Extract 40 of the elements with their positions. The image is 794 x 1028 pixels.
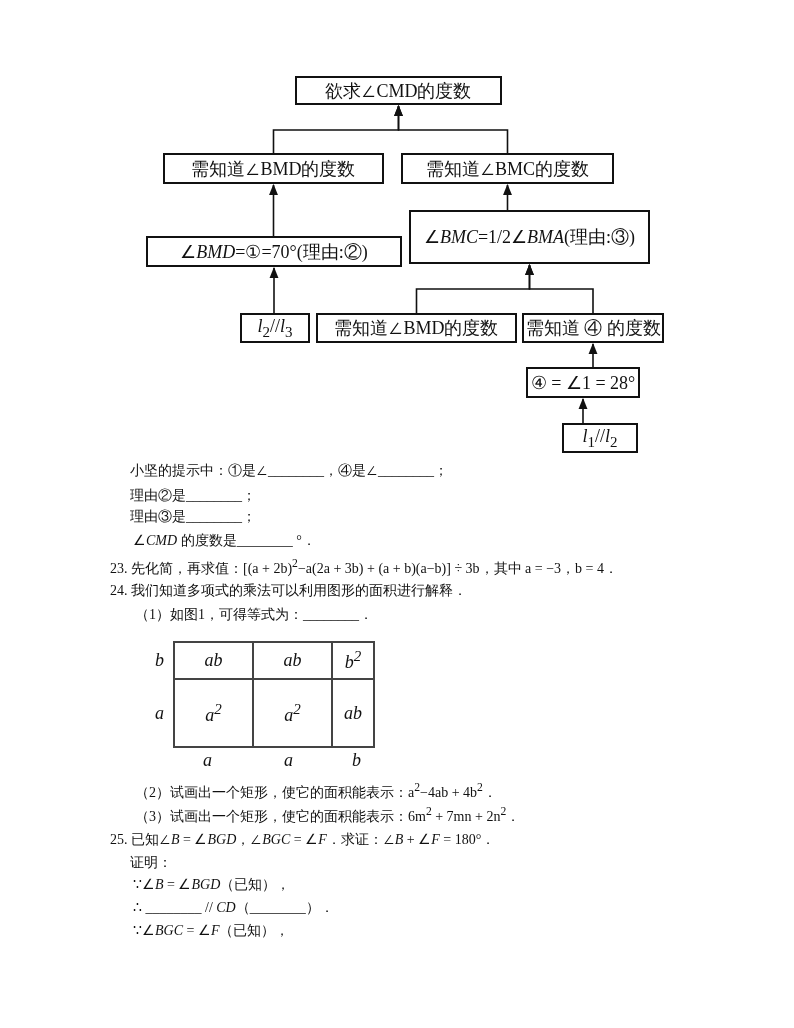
area-cell: a$^{2}$ — [173, 678, 254, 748]
side-length-label: a — [203, 750, 212, 771]
condition-box: l$_{1}$//l$_{2}$ — [562, 423, 638, 453]
step-box: 需知道∠BMD的度数 — [163, 153, 384, 184]
step-box: 需知道∠BMD的度数 — [316, 313, 517, 343]
step-box: 需知道∠BMC的度数 — [401, 153, 614, 184]
proof-line: ∵∠B = ∠BGD（已知）， — [133, 876, 291, 894]
reason-box: ∠BMD=①=70°(理由:②) — [146, 236, 402, 267]
question-line: （1）如图1，可得等式为：________． — [135, 606, 373, 624]
area-cell: ab — [331, 678, 375, 748]
arrow — [588, 342, 598, 368]
goal-box: 欲求∠CMD的度数 — [295, 76, 502, 105]
arrow — [525, 263, 594, 314]
reason-box: ∠BMC=1/2∠BMA(理由:③) — [409, 210, 650, 264]
reason-box: ④ = ∠1 = 28° — [526, 367, 640, 398]
arrow — [578, 397, 588, 424]
problem-text: 25. 已知∠B = ∠BGD，∠BGC = ∠F．求证：∠B + ∠F = 180°． — [110, 831, 496, 849]
question-line: ∠CMD 的度数是________ °． — [133, 532, 316, 550]
question-line: 小坚的提示中：①是∠________，④是∠________； — [130, 462, 448, 480]
condition-box: l$_{2}$//l$_{3}$ — [240, 313, 310, 343]
arrow — [394, 104, 509, 154]
step-box: 需知道 ④ 的度数 — [522, 313, 664, 343]
question-line: 理由③是________； — [130, 508, 256, 526]
arrow — [503, 183, 512, 211]
proof-line: ∵∠BGC = ∠F（已知）， — [133, 922, 290, 940]
question-line: （3）试画出一个矩形，使它的面积能表示：6m$^{2}$ + 7mn + 2n$^{2}$． — [135, 805, 521, 826]
problem-text: 23. 先化简，再求值：[(a + 2b)$^{2}$−a(2a + 3b) + (a + b)(a−b)] ÷ 3b，其中 a = −3，b = 4． — [110, 557, 618, 578]
proof-line: ∴ ________ // CD（________）． — [133, 899, 334, 917]
side-length-label: a — [155, 703, 164, 724]
arrow — [269, 183, 278, 237]
side-length-label: b — [155, 650, 164, 671]
proof-heading: 证明： — [130, 854, 172, 872]
area-cell: ab — [173, 641, 254, 680]
question-line: （2）试画出一个矩形，使它的面积能表示：a$^{2}$−4ab + 4b$^{2}$． — [135, 781, 497, 802]
side-length-label: b — [352, 750, 361, 771]
area-cell: b$^{2}$ — [331, 641, 375, 680]
arrow — [269, 266, 279, 314]
question-line: 理由②是________； — [130, 487, 256, 505]
problem-text: 24. 我们知道多项式的乘法可以利用图形的面积进行解释． — [110, 582, 467, 600]
side-length-label: a — [284, 750, 293, 771]
